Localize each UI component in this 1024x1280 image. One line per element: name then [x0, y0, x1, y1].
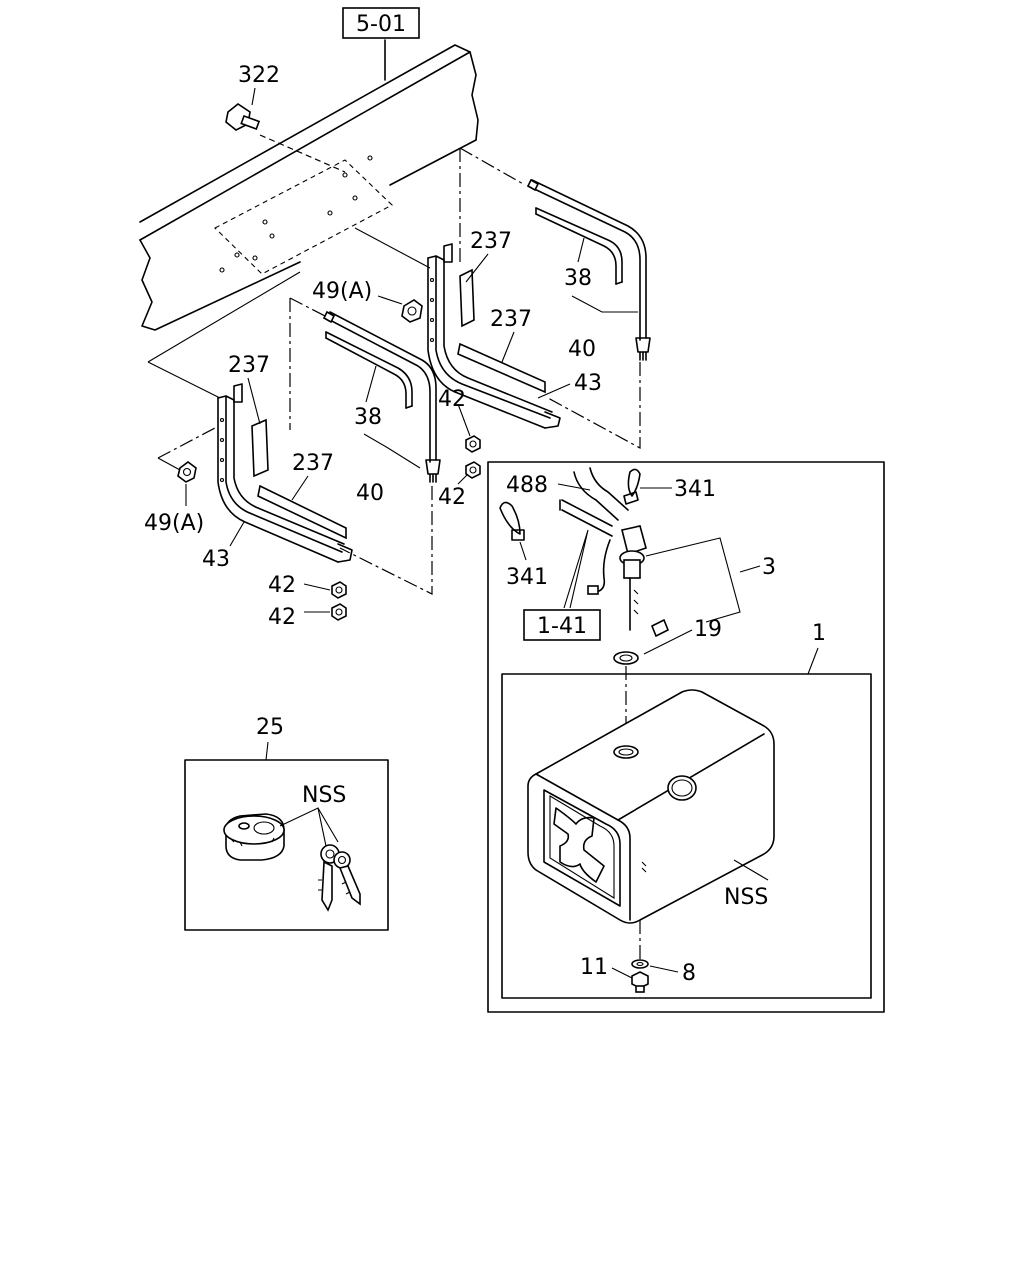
callout-8: 8	[682, 961, 696, 986]
gasket-19	[613, 651, 639, 665]
tank-group-box	[487, 461, 885, 1013]
fuel-tank	[527, 689, 775, 924]
harness-ref-box: 1-41	[523, 609, 601, 641]
cap-kit-box	[184, 759, 389, 931]
nut-42-upper-b	[465, 461, 481, 479]
callout-237-lower-v: 237	[228, 353, 270, 378]
nut-42-lower-b	[331, 603, 347, 621]
callout-42-c: 42	[268, 573, 296, 598]
drain-plug-11	[631, 971, 649, 993]
callout-25: 25	[256, 715, 284, 740]
callout-1: 1	[812, 621, 826, 646]
callout-19: 19	[694, 617, 722, 642]
nut-42-lower-a	[331, 581, 347, 599]
callout-38-upper: 38	[564, 266, 592, 291]
harness-ref-label: 1-41	[537, 614, 587, 639]
callout-40-lower: 40	[356, 481, 384, 506]
drain-washer-8	[631, 959, 649, 969]
callout-237-lower-h: 237	[292, 451, 334, 476]
callout-43-lower: 43	[202, 547, 230, 572]
lower-bracket-assembly	[147, 271, 441, 595]
nut-49a-upper	[377, 295, 423, 323]
callout-43-upper: 43	[574, 371, 602, 396]
callout-237-upper-v: 237	[470, 229, 512, 254]
callout-488: 488	[506, 473, 548, 498]
callout-nss-cap: NSS	[302, 783, 346, 808]
callout-341-lower: 341	[506, 565, 548, 590]
callout-38-lower: 38	[354, 405, 382, 430]
frame-ref-label: 5-01	[356, 12, 406, 37]
fuel-gauge-unit	[587, 525, 670, 638]
callout-322: 322	[238, 63, 280, 88]
frame-rail	[139, 44, 479, 331]
clip-341-upper	[623, 468, 672, 505]
upper-bracket-assembly	[354, 147, 651, 450]
nut-49a-lower	[157, 427, 216, 506]
callout-341-upper: 341	[674, 477, 716, 502]
nut-42-upper-a	[465, 435, 481, 453]
frame-ref-box: 5-01	[342, 7, 420, 39]
callout-49a-upper: 49(A)	[312, 279, 372, 304]
callout-237-upper-h: 237	[490, 307, 532, 332]
callout-42-d: 42	[268, 605, 296, 630]
bolt-322	[225, 87, 261, 131]
callout-nss-tank: NSS	[724, 885, 768, 910]
callout-42-b: 42	[438, 485, 466, 510]
callout-11: 11	[580, 955, 608, 980]
tank-box	[501, 673, 872, 999]
callout-49a-lower: 49(A)	[144, 511, 204, 536]
key-set	[318, 844, 361, 912]
callout-42-a: 42	[438, 387, 466, 412]
callout-3: 3	[762, 555, 776, 580]
callout-40-upper: 40	[568, 337, 596, 362]
fuel-cap	[223, 813, 285, 861]
hose-488	[557, 467, 629, 537]
clip-341-lower	[499, 501, 527, 561]
